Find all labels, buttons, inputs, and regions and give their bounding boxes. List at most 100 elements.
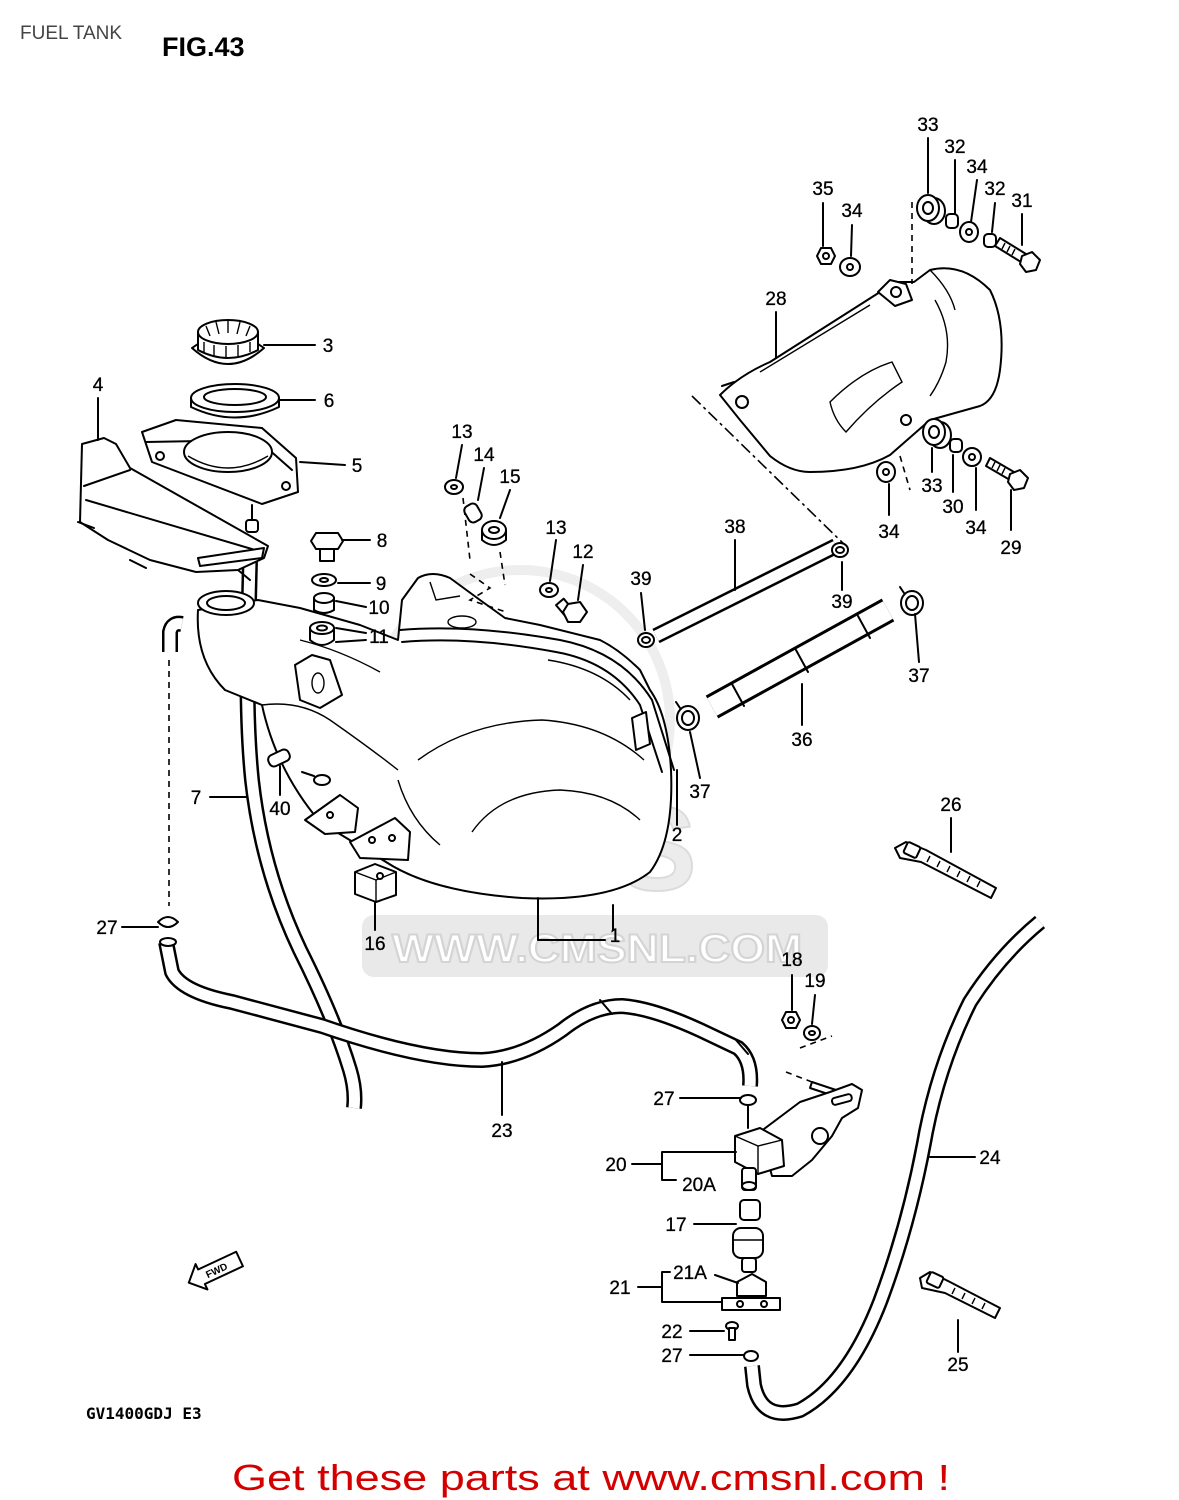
- callout-39-b: 39: [831, 592, 852, 613]
- diagram-title: FUEL TANK: [20, 23, 122, 44]
- washer-34-c: [876, 461, 896, 483]
- callout-11: 11: [369, 627, 389, 648]
- hose-7: [162, 559, 363, 1109]
- callout-36: 36: [791, 730, 812, 751]
- washer-13-b: [539, 582, 559, 598]
- washer-13: [444, 479, 464, 495]
- callout-27-b: 27: [653, 1089, 674, 1110]
- callout-18: 18: [781, 950, 802, 971]
- hose-38: [652, 538, 840, 644]
- bolt-31: [994, 237, 1041, 273]
- rail-2: [399, 627, 675, 773]
- collar-14: [463, 502, 483, 524]
- washer-9: [311, 573, 337, 587]
- cover-mount-guide: [899, 202, 913, 491]
- bolt-29: [985, 457, 1029, 491]
- collar-32-b: [983, 233, 997, 248]
- callout-26: 26: [940, 795, 961, 816]
- callout-33-b: 33: [921, 476, 942, 497]
- screw-22: [725, 1321, 739, 1341]
- hose-clamp-39-b: [831, 542, 849, 558]
- forward-direction-arrow: FWD: [187, 1250, 244, 1291]
- model-code: GV1400GDJ E3: [86, 1404, 202, 1423]
- callout-numbers: 3 6 4 5 8 9 10 11 7 40 27 16 1 2 13 14 1…: [93, 115, 1033, 1376]
- washer-34-b: [959, 221, 979, 243]
- assembly-guide-lines: [462, 497, 507, 613]
- callout-5: 5: [352, 456, 363, 477]
- grommet-33-a: [916, 194, 946, 225]
- callout-10: 10: [368, 598, 389, 619]
- callout-3: 3: [323, 336, 334, 357]
- callout-16: 16: [364, 934, 385, 955]
- callout-13-b: 13: [545, 518, 566, 539]
- callout-23: 23: [491, 1121, 512, 1142]
- bracket-16: [354, 863, 397, 903]
- callout-33-a: 33: [917, 115, 938, 136]
- callout-13-a: 13: [451, 422, 472, 443]
- callout-34-d: 34: [965, 518, 987, 539]
- promo-text: Get these parts at www.cmsnl.com !: [232, 1457, 950, 1498]
- callout-12: 12: [572, 542, 593, 563]
- callout-19: 19: [804, 971, 825, 992]
- callout-15: 15: [499, 467, 520, 488]
- pin-40: [267, 748, 331, 786]
- watermark-url: WWW.CMSNL.COM: [392, 927, 802, 971]
- screw-18: [781, 1011, 801, 1029]
- callout-35: 35: [812, 179, 833, 200]
- valve-guide-line: [785, 1035, 833, 1083]
- strap-25: [919, 1271, 1001, 1319]
- hose-23: [158, 940, 759, 1087]
- cover-guide-line: [691, 395, 849, 549]
- callout-34-a: 34: [841, 201, 863, 222]
- callout-24: 24: [979, 1148, 1001, 1169]
- callout-34-b: 34: [966, 157, 988, 178]
- washer-34-d: [962, 447, 982, 467]
- callout-7: 7: [191, 788, 202, 809]
- pipe-36: [705, 598, 895, 719]
- callout-32-b: 32: [984, 179, 1005, 200]
- callout-32-a: 32: [944, 137, 965, 158]
- grommet-11: [309, 621, 335, 646]
- callout-14: 14: [473, 445, 495, 466]
- washer-34-a: [839, 257, 861, 277]
- cover-28: [719, 267, 1003, 473]
- bolt-12: [555, 597, 588, 623]
- hose-clamp-37-a: [675, 701, 700, 731]
- callout-37-a: 37: [908, 666, 929, 687]
- callout-28: 28: [765, 289, 786, 310]
- fuel-valve-20: [734, 1081, 863, 1191]
- nut-35: [816, 247, 836, 265]
- callout-17: 17: [665, 1215, 686, 1236]
- strap-26: [894, 841, 997, 899]
- filler-cover-5: [141, 419, 299, 533]
- hose-clip-27-c: [743, 1350, 759, 1362]
- collar-30: [949, 438, 963, 453]
- callout-4: 4: [93, 375, 104, 396]
- callout-21: 21: [609, 1278, 630, 1299]
- callout-30: 30: [942, 497, 963, 518]
- callout-1: 1: [610, 926, 621, 947]
- callout-39-a: 39: [630, 569, 651, 590]
- callout-29: 29: [1000, 538, 1021, 559]
- hose-clip-27-a: [157, 916, 179, 947]
- callout-31: 31: [1011, 191, 1032, 212]
- hose-24: [744, 915, 1046, 1421]
- callout-38: 38: [724, 517, 745, 538]
- callout-25: 25: [947, 1355, 968, 1376]
- callout-40: 40: [269, 799, 290, 820]
- hose-clamp-37-b: [899, 586, 924, 616]
- side-cover-4: [77, 437, 269, 581]
- cap-gasket-6: [190, 383, 280, 419]
- figure-number: FIG.43: [162, 32, 245, 62]
- callout-37-b: 37: [689, 782, 710, 803]
- bolt-8: [310, 532, 344, 562]
- callout-9: 9: [376, 574, 387, 595]
- callout-22: 22: [661, 1322, 682, 1343]
- callout-27-a: 27: [96, 918, 117, 939]
- washer-19: [803, 1025, 821, 1041]
- grommet-15: [481, 520, 507, 546]
- callout-2: 2: [672, 825, 683, 846]
- callout-20a: 20A: [682, 1175, 716, 1196]
- fuel-cap-3: [191, 319, 265, 365]
